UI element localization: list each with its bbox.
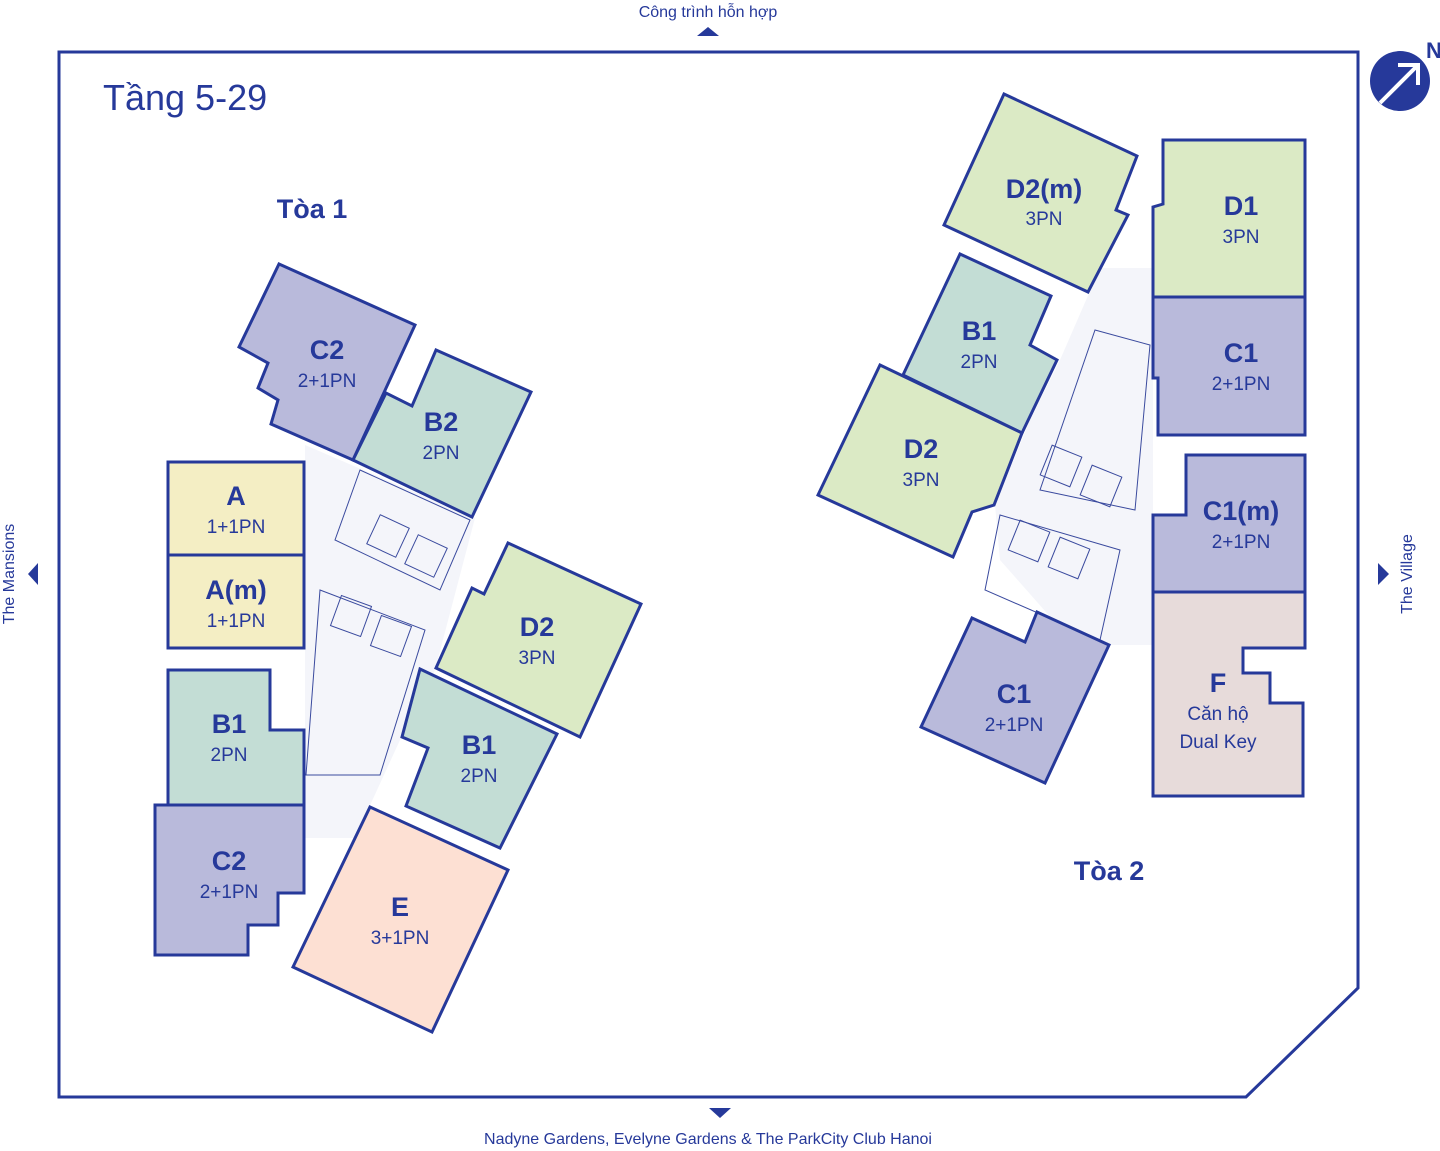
unit-t1-b1-right[interactable]: B1 2PN [400, 666, 560, 850]
unit-code: B1 [212, 709, 247, 739]
north-label: N [1426, 38, 1440, 63]
unit-type: 2PN [211, 745, 248, 766]
unit-code: C1(m) [1203, 496, 1280, 526]
unit-code: F [1210, 668, 1227, 698]
arrow-up-icon [697, 27, 719, 36]
unit-t2-d2m[interactable]: D2(m) 3PN [942, 92, 1139, 294]
unit-type-2: Dual Key [1179, 732, 1257, 753]
unit-code: C1 [997, 679, 1032, 709]
unit-t1-b1-left[interactable]: B1 2PN [166, 668, 306, 807]
label-bottom: Nadyne Gardens, Evelyne Gardens & The Pa… [484, 1131, 932, 1148]
unit-code: D2(m) [1006, 174, 1083, 204]
unit-t1-c2-top[interactable]: C2 2+1PN [237, 262, 417, 462]
unit-code: A(m) [205, 575, 267, 605]
unit-type: 3PN [1223, 227, 1260, 248]
unit-t1-a-m[interactable]: A(m) 1+1PN [166, 553, 306, 650]
unit-code: B1 [962, 316, 997, 346]
unit-type: 2PN [461, 766, 498, 787]
label-left: The Mansions [1, 524, 18, 625]
unit-code: D2 [904, 434, 939, 464]
unit-t2-b1[interactable]: B1 2PN [901, 252, 1059, 436]
unit-type: 2+1PN [298, 371, 357, 392]
arrow-right-icon [1378, 563, 1389, 585]
unit-type: 3PN [903, 470, 940, 491]
unit-code: D1 [1224, 191, 1259, 221]
label-top: Công trình hỗn hợp [639, 2, 778, 21]
unit-type: 2PN [423, 443, 460, 464]
tower2-core [984, 268, 1153, 645]
arrow-down-icon [709, 1108, 731, 1118]
unit-type: 2+1PN [1212, 532, 1271, 553]
unit-code: B2 [424, 407, 459, 437]
label-right: The Village [1399, 534, 1416, 614]
unit-t1-d2[interactable]: D2 3PN [434, 541, 643, 740]
unit-t2-c1m[interactable]: C1(m) 2+1PN [1151, 453, 1307, 594]
floor-title: Tầng 5-29 [103, 77, 267, 118]
unit-type: Căn hộ [1187, 704, 1248, 725]
tower1-name: Tòa 1 [277, 194, 348, 224]
unit-code: C2 [212, 846, 247, 876]
unit-t1-e[interactable]: E 3+1PN [290, 805, 511, 1034]
unit-code: D2 [520, 612, 555, 642]
unit-type: 1+1PN [207, 517, 266, 538]
unit-type: 2+1PN [1212, 374, 1271, 395]
unit-type: 3+1PN [371, 928, 430, 949]
site-boundary [57, 50, 1360, 1099]
unit-type: 1+1PN [207, 611, 266, 632]
unit-type: 3PN [1026, 209, 1063, 230]
unit-type: 2PN [961, 352, 998, 373]
north-compass-icon [1370, 51, 1430, 111]
unit-code: C2 [310, 335, 345, 365]
unit-t1-a[interactable]: A 1+1PN [166, 460, 306, 557]
unit-t2-d2[interactable]: D2 3PN [815, 362, 1024, 560]
arrow-left-icon [28, 563, 38, 585]
unit-code: C1 [1224, 338, 1259, 368]
tower1-core [305, 445, 475, 838]
unit-code: B1 [462, 730, 497, 760]
unit-type: 2+1PN [200, 882, 259, 903]
unit-t1-c2-bottom[interactable]: C2 2+1PN [153, 803, 306, 957]
unit-t2-c1-top[interactable]: C1 2+1PN [1151, 295, 1307, 437]
unit-type: 2+1PN [985, 715, 1044, 736]
unit-t2-c1-bottom[interactable]: C1 2+1PN [918, 609, 1111, 785]
unit-code: A [226, 481, 246, 511]
unit-t2-f[interactable]: F Căn hộ Dual Key [1151, 590, 1307, 798]
unit-code: E [391, 892, 409, 922]
unit-type: 3PN [519, 648, 556, 669]
tower2-name: Tòa 2 [1074, 856, 1145, 886]
unit-t2-d1[interactable]: D1 3PN [1151, 138, 1307, 299]
unit-t1-b2[interactable]: B2 2PN [350, 348, 534, 520]
